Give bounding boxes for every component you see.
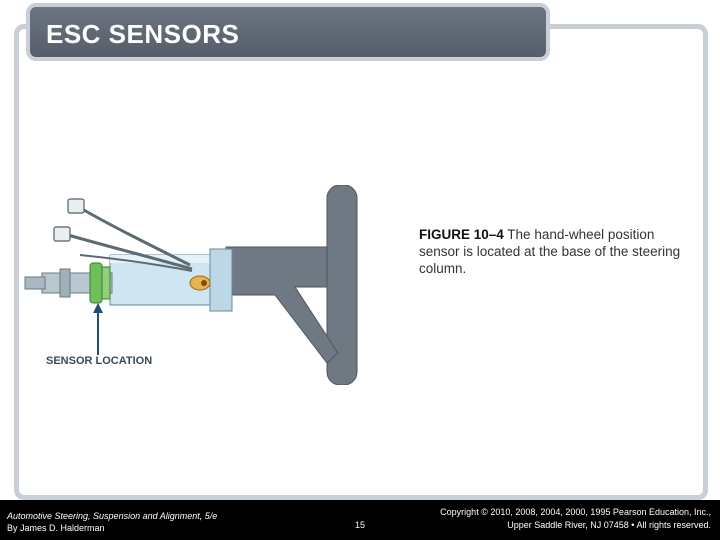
copyright-line-2: Upper Saddle River, NJ 07458 • All right… xyxy=(507,520,711,530)
slide-title: ESC SENSORS xyxy=(46,19,240,49)
caption-text: The hand-wheel position sensor is locate… xyxy=(419,227,681,276)
book-author: By James D. Halderman xyxy=(7,523,105,533)
title-bar: ESC SENSORS xyxy=(26,3,550,61)
book-title: Automotive Steering, Suspension and Alig… xyxy=(7,511,218,521)
copyright-line-1: Copyright © 2010, 2008, 2004, 2000, 1995… xyxy=(440,507,711,517)
sensor-arrow xyxy=(93,303,103,313)
steering-wheel-spoke xyxy=(225,246,339,364)
steering-column-illustration: SENSOR LOCATION xyxy=(24,185,358,385)
figure-number: FIGURE 10–4 xyxy=(419,227,504,242)
figure-caption: FIGURE 10–4 The hand-wheel position sens… xyxy=(419,226,689,277)
position-sensor xyxy=(89,262,103,304)
footer-book-info: Automotive Steering, Suspension and Alig… xyxy=(7,510,217,534)
wire-harness-1 xyxy=(81,207,191,267)
connector-2 xyxy=(53,226,71,242)
copyright-notice: Copyright © 2010, 2008, 2004, 2000, 1995… xyxy=(440,506,711,532)
sensor-location-label: SENSOR LOCATION xyxy=(46,355,152,367)
connector-1 xyxy=(67,198,85,214)
ignition-cylinder xyxy=(189,275,211,291)
footer-bar: Automotive Steering, Suspension and Alig… xyxy=(0,500,720,540)
page-number: 15 xyxy=(355,520,366,530)
